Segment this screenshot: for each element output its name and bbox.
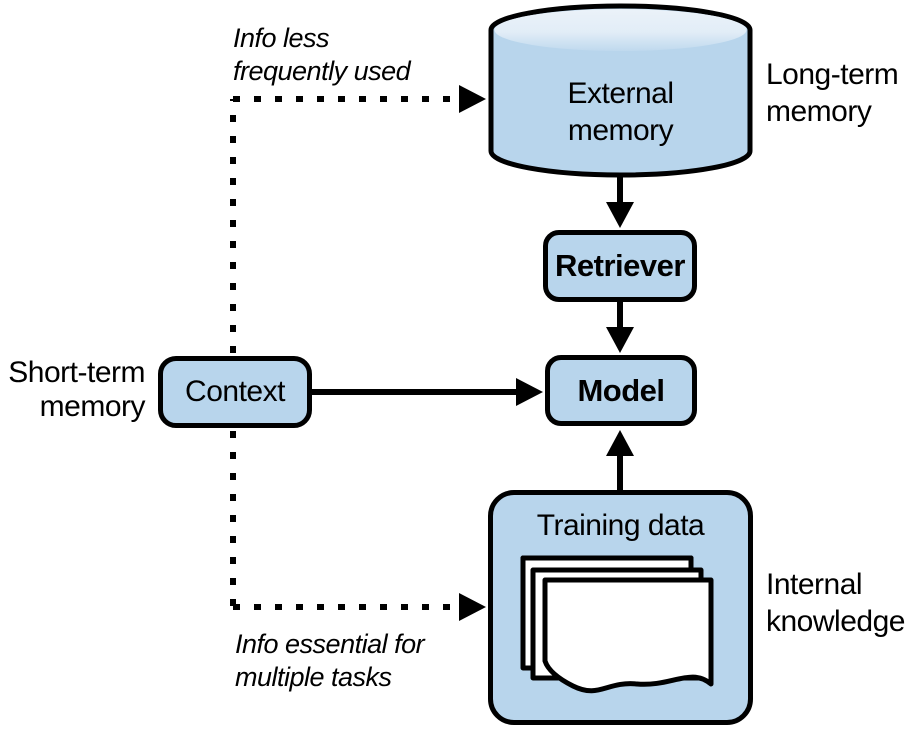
arrowhead-into-model-left	[516, 378, 543, 406]
arrow-context-to-model	[312, 378, 543, 406]
arrowhead-into-model-top	[606, 327, 634, 353]
dotted-arrow-context-to-training-data	[230, 431, 486, 621]
retriever-label: Retriever	[555, 248, 685, 283]
arrowhead-into-model-bottom	[606, 430, 634, 456]
arrow-retriever-to-model	[606, 302, 634, 353]
retriever-node: Retriever	[543, 230, 697, 302]
context-label: Context	[185, 375, 285, 408]
model-label: Model	[577, 372, 665, 408]
short-term-memory-label: Short-term memory	[8, 356, 145, 423]
external-memory-cylinder	[488, 3, 753, 178]
arrowhead-into-retriever	[606, 202, 634, 228]
info-less-frequently-used-annotation: Info less frequently used	[233, 23, 411, 86]
training-data-node: Training data	[488, 490, 753, 725]
internal-knowledge-label: Internal knowledge	[766, 568, 905, 638]
dotted-arrow-context-to-external-memory	[230, 85, 486, 353]
arrowhead-into-external-memory	[459, 85, 486, 113]
documents-icon	[520, 555, 713, 694]
document-page-front	[542, 577, 713, 694]
model-node: Model	[545, 355, 697, 426]
training-data-label: Training data	[536, 509, 705, 542]
external-memory-node: External memory	[488, 62, 753, 162]
external-memory-label-line1: External	[567, 77, 674, 110]
arrow-external-memory-to-retriever	[606, 170, 634, 228]
info-essential-for-multiple-tasks-annotation: Info essential for multiple tasks	[235, 629, 425, 692]
cylinder-body	[488, 3, 753, 178]
external-memory-label-line2: memory	[567, 114, 674, 147]
long-term-memory-label: Long-term memory	[766, 58, 899, 128]
cylinder-top-highlight	[494, 9, 747, 51]
arrowhead-into-training-data	[459, 593, 486, 621]
context-node: Context	[158, 356, 312, 428]
arrow-training-data-to-model	[606, 430, 634, 490]
